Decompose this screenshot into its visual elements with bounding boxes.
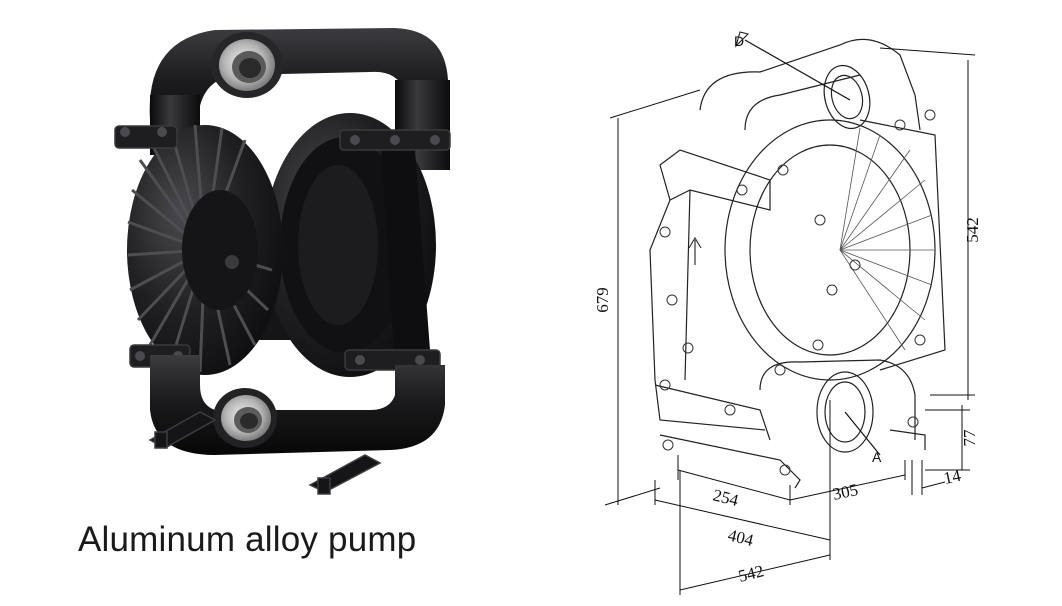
dimension-drawing: D A	[540, 0, 1062, 606]
pump-outline	[649, 38, 946, 489]
dim-mount-width: 404	[726, 525, 756, 550]
bolt-heads	[659, 109, 936, 476]
dimension-lines	[604, 47, 976, 595]
port-a-marker: A	[844, 411, 882, 465]
dim-overall-height: 679	[593, 287, 612, 313]
svg-text:D: D	[734, 33, 744, 49]
pump-photo: Aluminum alloy pump	[78, 28, 451, 559]
dim-body-height: 542	[963, 217, 982, 243]
port-d-marker: D	[734, 31, 851, 101]
mounting-feet	[148, 411, 382, 495]
flow-arrow-icon	[688, 236, 702, 265]
dim-outlet-offset: 305	[831, 480, 860, 504]
dim-foot-thickness: 14	[942, 466, 963, 488]
product-caption: Aluminum alloy pump	[78, 520, 417, 559]
dim-overall-width: 542	[736, 561, 765, 586]
pump-photo-illustration	[114, 28, 451, 495]
dim-port-height: 77	[960, 429, 979, 447]
dimension-drawing-svg: D A	[593, 31, 982, 595]
svg-text:A: A	[872, 449, 882, 465]
dim-foot-spacing: 254	[711, 485, 741, 510]
rib-lines	[839, 127, 934, 351]
